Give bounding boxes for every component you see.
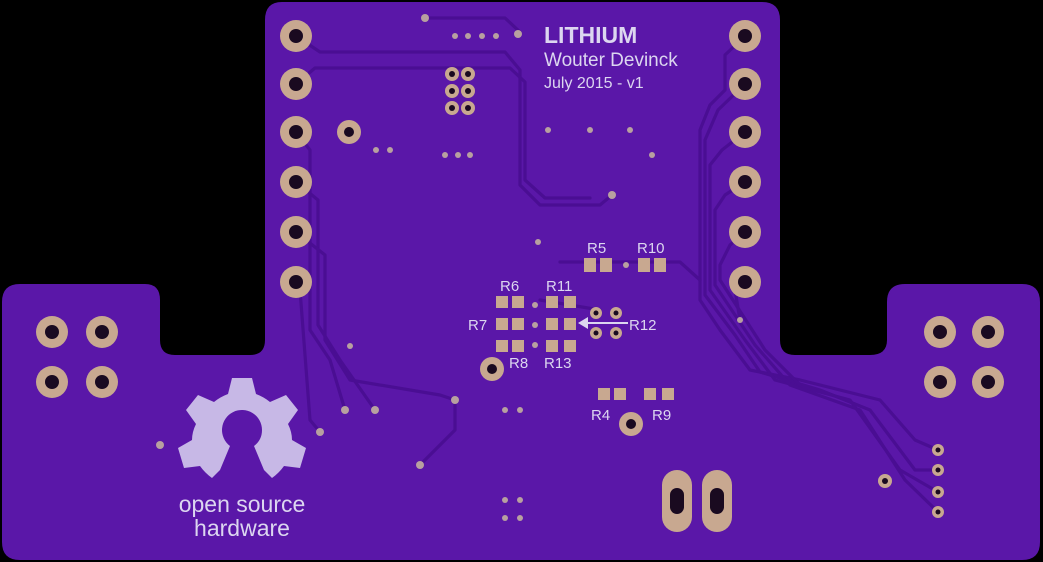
crystal-pads	[590, 307, 622, 339]
small-header	[445, 67, 475, 115]
power-jack-pads	[662, 470, 732, 532]
designator-r11: R11	[546, 278, 572, 295]
designator-r4: R4	[591, 407, 610, 424]
oshw-label-line2: hardware	[194, 515, 290, 541]
designator-r5: R5	[587, 240, 606, 257]
designator-r8: R8	[509, 355, 528, 372]
mount-pads-right	[924, 316, 1004, 398]
designator-r12: R12	[629, 317, 657, 334]
header-pins-right	[729, 20, 761, 298]
open-source-hardware-gear-icon	[178, 378, 306, 478]
designator-r7: R7	[468, 317, 487, 334]
board-title: LITHIUM	[544, 22, 637, 48]
traces	[294, 16, 940, 514]
edge-pads	[932, 444, 944, 518]
header-pins-left	[280, 20, 312, 298]
orientation-arrow	[578, 317, 628, 329]
designator-r10: R10	[637, 240, 665, 257]
vias	[156, 14, 743, 521]
single-pads	[337, 120, 892, 488]
smd-pads	[496, 258, 674, 400]
board-version: July 2015 - v1	[544, 75, 644, 92]
designator-r6: R6	[500, 278, 519, 295]
designator-r9: R9	[652, 407, 671, 424]
mount-pads-left	[36, 316, 118, 398]
oshw-label-line1: open source	[179, 491, 306, 517]
designator-r13: R13	[544, 355, 572, 372]
board-author: Wouter Devinck	[544, 50, 678, 71]
